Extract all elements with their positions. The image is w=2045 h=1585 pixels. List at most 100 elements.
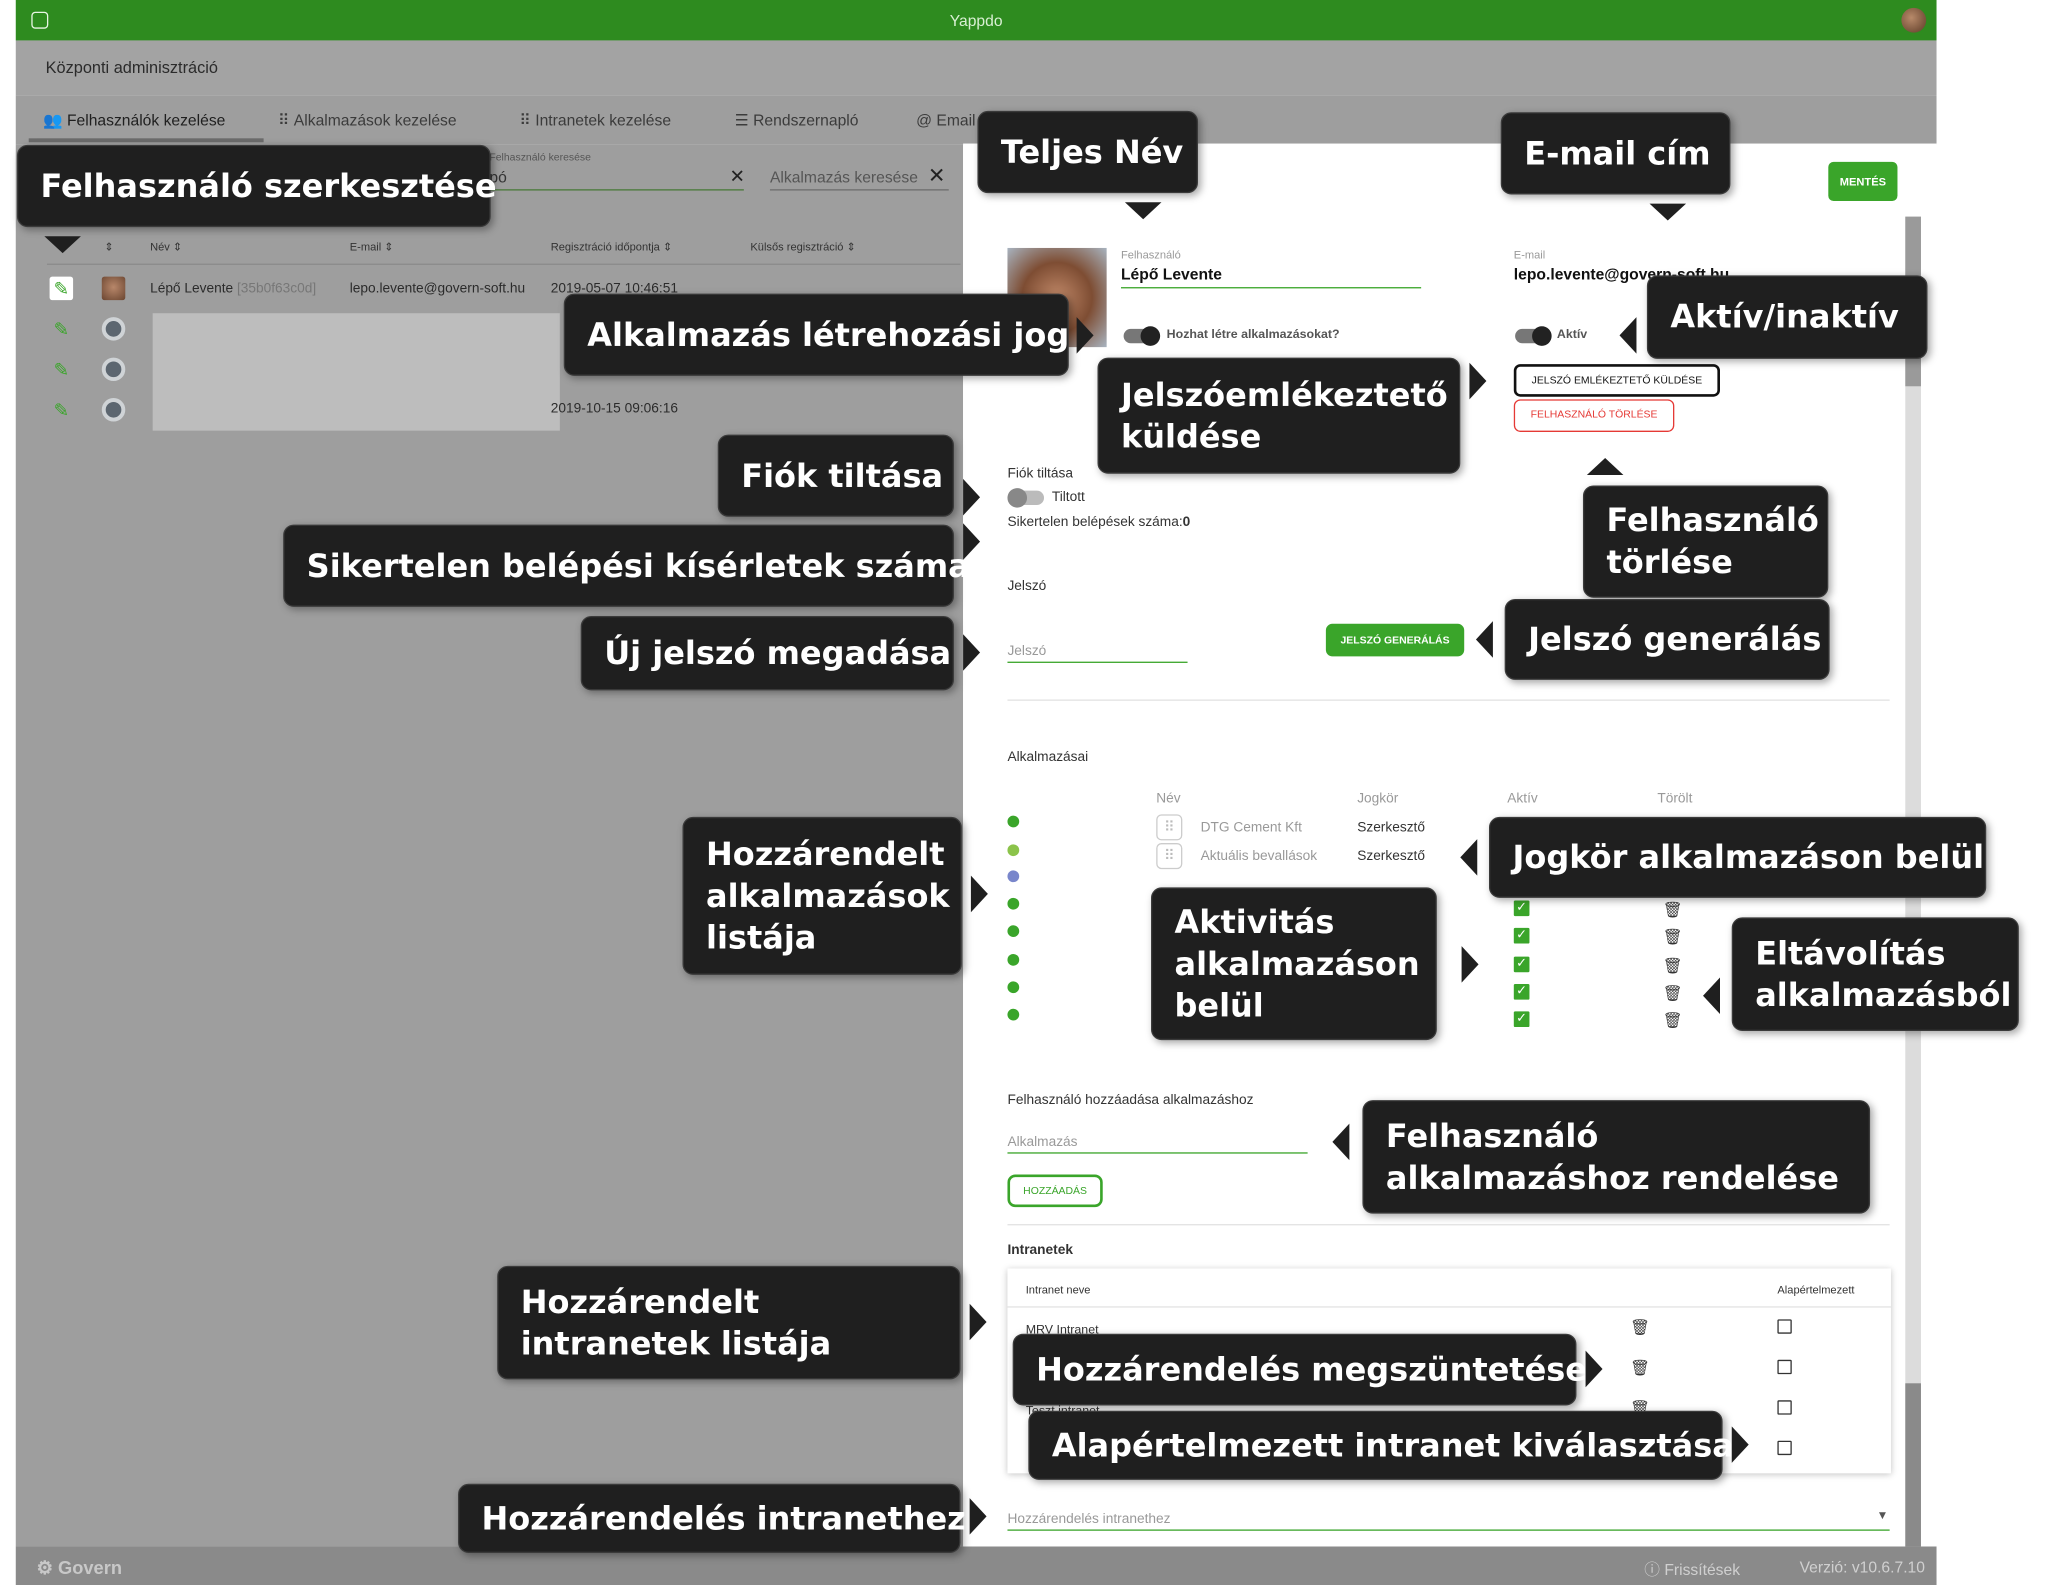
user-name-underline bbox=[1120, 287, 1422, 289]
callout-activate-in-app: Aktivitás alkalmazáson belül bbox=[1151, 887, 1437, 1041]
app-active-checkbox[interactable]: ✓ bbox=[1513, 1011, 1530, 1028]
edit-icon[interactable]: ✎ bbox=[49, 276, 74, 301]
app-active-checkbox[interactable]: ✓ bbox=[1513, 900, 1530, 917]
user-search-input[interactable]: pó bbox=[489, 168, 507, 187]
callout-arrow bbox=[1619, 317, 1637, 354]
default-intranet-checkbox[interactable] bbox=[1777, 1440, 1792, 1456]
assign-intranet-underline bbox=[1007, 1529, 1890, 1531]
callout-arrow bbox=[1076, 317, 1094, 354]
add-to-app-button[interactable]: HOZZÁADÁS bbox=[1007, 1174, 1103, 1208]
trash-icon[interactable]: 🗑 bbox=[1662, 1011, 1683, 1030]
updates-link[interactable]: ⓘ Frissítések bbox=[1644, 1560, 1741, 1580]
app-status-dot bbox=[1007, 1008, 1020, 1021]
trash-icon[interactable]: 🗑 bbox=[1662, 956, 1683, 975]
edit-icon[interactable]: ✎ bbox=[53, 318, 69, 340]
default-intranet-checkbox[interactable] bbox=[1777, 1400, 1792, 1415]
intranets-title: Intranetek bbox=[1007, 1242, 1073, 1259]
intranets-col-name: Intranet neve bbox=[1025, 1282, 1091, 1296]
tab-email[interactable]: @ Email bbox=[916, 110, 976, 130]
users-icon: 👥 bbox=[43, 110, 63, 130]
table-row[interactable]: Lépő Levente [35b0f63c0d] bbox=[150, 280, 317, 297]
callout-arrow bbox=[963, 523, 981, 560]
callout-default-intranet: Alapértelmezett intranet kiválasztása bbox=[1028, 1410, 1734, 1480]
callout-assigned-apps: Hozzárendelt alkalmazások listája bbox=[682, 816, 962, 975]
intranets-icon: ⠿ bbox=[519, 110, 531, 130]
callout-email: E-mail cím bbox=[1500, 112, 1731, 195]
callout-role-in-app: Jogkör alkalmazáson belül bbox=[1489, 816, 1987, 898]
page-header: Központi adminisztráció bbox=[15, 40, 1937, 96]
trash-icon[interactable]: 🗑 bbox=[1662, 983, 1683, 1003]
trash-icon[interactable]: 🗑 bbox=[1629, 1358, 1650, 1377]
tab-syslog[interactable]: ☰ Rendszernapló bbox=[734, 110, 859, 130]
tab-apps[interactable]: ⠿ Alkalmazások kezelése bbox=[277, 110, 457, 130]
avatar bbox=[101, 276, 126, 301]
user-search-label: Felhasználó keresése bbox=[489, 151, 591, 164]
toggle-knob bbox=[1140, 326, 1161, 346]
app-search-input[interactable]: Alkalmazás keresése bbox=[769, 168, 918, 187]
app-status-dot bbox=[1007, 953, 1020, 966]
default-intranet-checkbox[interactable] bbox=[1777, 1319, 1792, 1334]
app-search-underline bbox=[769, 189, 949, 191]
clear-app-search-icon[interactable]: ✕ bbox=[927, 165, 946, 188]
callout-arrow bbox=[1585, 1350, 1603, 1388]
can-create-apps-toggle[interactable] bbox=[1123, 326, 1161, 346]
row-email: lepo.levente@govern-soft.hu bbox=[349, 280, 526, 297]
app-active-checkbox[interactable]: ✓ bbox=[1513, 983, 1530, 1000]
trash-icon[interactable]: 🗑 bbox=[1662, 927, 1683, 947]
at-icon: @ bbox=[916, 110, 933, 130]
callout-arrow bbox=[1332, 1123, 1350, 1161]
callout-arrow bbox=[1475, 621, 1493, 658]
apps-title: Alkalmazásai bbox=[1007, 749, 1089, 765]
app-role[interactable]: Szerkesztő bbox=[1357, 848, 1425, 864]
tab-intranets[interactable]: ⠿ Intranetek kezelése bbox=[519, 110, 672, 130]
active-toggle[interactable] bbox=[1515, 326, 1552, 346]
sort-icon[interactable]: ⇕ bbox=[104, 240, 114, 254]
app-active-checkbox[interactable]: ✓ bbox=[1513, 927, 1530, 944]
clear-user-search-icon[interactable]: ✕ bbox=[729, 165, 745, 187]
apps-col-deleted: Törölt bbox=[1657, 790, 1693, 807]
active-label: Aktív bbox=[1556, 327, 1588, 342]
trash-icon[interactable]: 🗑 bbox=[1629, 1318, 1650, 1337]
callout-arrow bbox=[963, 634, 981, 671]
col-header-registered[interactable]: Regisztráció időpontja ⇕ bbox=[550, 240, 673, 254]
callout-arrow bbox=[963, 478, 981, 516]
user-name-label: Felhasználó bbox=[1120, 247, 1181, 261]
user-name-field[interactable]: Lépő Levente bbox=[1120, 264, 1222, 284]
add-to-app-underline bbox=[1007, 1152, 1308, 1154]
col-header-email[interactable]: E-mail ⇕ bbox=[349, 240, 394, 254]
can-create-apps-label: Hozhat létre alkalmazásokat? bbox=[1166, 327, 1340, 342]
app-active-checkbox[interactable]: ✓ bbox=[1513, 956, 1530, 973]
page-title: Központi adminisztráció bbox=[45, 58, 218, 77]
callout-assign-to-app: Felhasználó alkalmazáshoz rendelése bbox=[1362, 1100, 1871, 1214]
password-input[interactable]: Jelszó bbox=[1007, 643, 1047, 660]
avatar bbox=[101, 357, 126, 382]
edit-icon[interactable]: ✎ bbox=[53, 358, 69, 380]
app-status-dot bbox=[1007, 925, 1020, 937]
trash-icon[interactable]: 🗑 bbox=[1662, 900, 1683, 919]
edit-icon[interactable]: ✎ bbox=[53, 399, 69, 421]
col-header-external[interactable]: Külsős regisztráció ⇕ bbox=[750, 240, 856, 254]
callout-arrow bbox=[1460, 839, 1478, 876]
send-password-reminder-button[interactable]: JELSZÓ EMLÉKEZTETŐ KÜLDÉSE bbox=[1513, 364, 1720, 397]
apps-col-name: Név bbox=[1156, 790, 1181, 807]
app-status-dot bbox=[1007, 981, 1020, 994]
app-grid-icon[interactable] bbox=[31, 11, 49, 29]
ban-toggle[interactable] bbox=[1007, 488, 1044, 508]
ban-status: Tiltott bbox=[1051, 489, 1085, 506]
col-header-name[interactable]: Név ⇕ bbox=[150, 240, 183, 254]
avatar bbox=[101, 317, 126, 341]
app-name: Aktuális bevallások bbox=[1200, 848, 1318, 864]
app-role[interactable]: Szerkesztő bbox=[1357, 819, 1425, 836]
chevron-down-icon[interactable]: ▼ bbox=[1876, 1508, 1889, 1522]
tab-users[interactable]: 👥 Felhasználók kezelése bbox=[43, 110, 226, 130]
current-user-avatar[interactable] bbox=[1901, 7, 1927, 33]
default-intranet-checkbox[interactable] bbox=[1777, 1359, 1792, 1375]
add-to-app-input[interactable]: Alkalmazás bbox=[1007, 1134, 1078, 1150]
window-title: Yappdo bbox=[949, 11, 1003, 31]
assign-intranet-select[interactable]: Hozzárendelés intranethez bbox=[1007, 1511, 1171, 1527]
delete-user-button[interactable]: FELHASZNÁLÓ TÖRLÉSE bbox=[1513, 399, 1675, 432]
callout-full-name: Teljes Név bbox=[977, 110, 1198, 194]
save-button[interactable]: MENTÉS bbox=[1828, 161, 1898, 201]
generate-password-button[interactable]: JELSZÓ GENERÁLÁS bbox=[1325, 623, 1465, 657]
toggle-knob bbox=[1007, 488, 1028, 508]
